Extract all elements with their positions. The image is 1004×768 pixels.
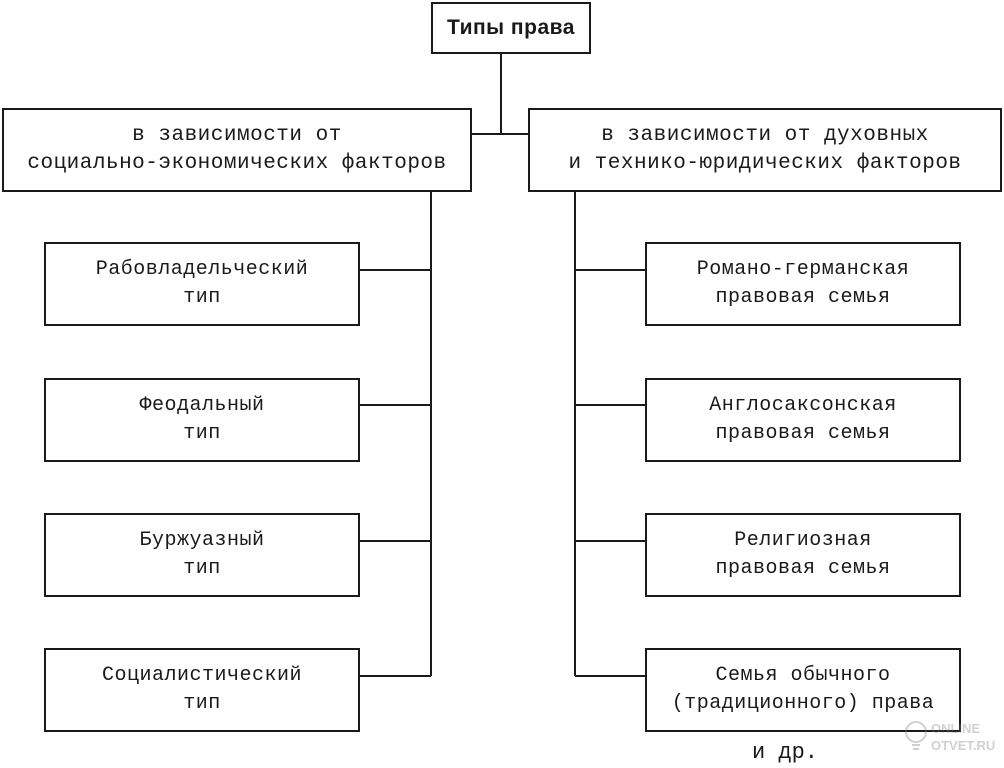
node-line: Социалистический (101, 664, 303, 687)
type-bourgeois: Буржуазный тип (44, 513, 360, 597)
node-line: тип (183, 286, 221, 309)
node-line: тип (183, 422, 221, 445)
node-line: тип (183, 692, 221, 715)
category-line: в зависимости от (132, 124, 342, 147)
watermark-logo: ONLINE OTVET.RU (905, 721, 995, 753)
category-spiritual-legal: в зависимости от духовных и технико-юрид… (528, 108, 1002, 192)
category-socio-economic: в зависимости от социально-экономических… (2, 108, 472, 192)
node-line: (традиционного) права (671, 692, 935, 715)
category-line: в зависимости от духовных (601, 124, 929, 147)
node-line: Религиозная (734, 529, 872, 552)
type-slave-owning: Рабовладельческий тип (44, 242, 360, 326)
type-socialist: Социалистический тип (44, 648, 360, 732)
node-line: Англосаксонская (709, 394, 897, 417)
family-customary: Семья обычного (традиционного) права (645, 648, 961, 732)
etc-label: и др. (752, 740, 819, 765)
category-line: социально-экономических факторов (27, 152, 447, 175)
lightbulb-icon (905, 721, 927, 750)
family-religious: Религиозная правовая семья (645, 513, 961, 597)
node-line: правовая семья (715, 557, 891, 580)
node-line: Рабовладельческий (95, 258, 309, 281)
node-line: Романо-германская (696, 258, 910, 281)
category-line: и технико-юридических факторов (568, 152, 962, 175)
family-anglo-saxon: Англосаксонская правовая семья (645, 378, 961, 462)
node-line: Буржуазный (139, 529, 265, 552)
type-feudal: Феодальный тип (44, 378, 360, 462)
root-label: Типы права (447, 16, 575, 39)
node-line: тип (183, 557, 221, 580)
svg-text:ONLINE: ONLINE (931, 721, 980, 736)
node-line: Семья обычного (715, 664, 891, 687)
svg-text:OTVET.RU: OTVET.RU (931, 738, 995, 753)
node-line: правовая семья (715, 422, 891, 445)
root-node: Типы права (431, 2, 591, 54)
family-romano-germanic: Романо-германская правовая семья (645, 242, 961, 326)
node-line: Феодальный (139, 394, 265, 417)
node-line: правовая семья (715, 286, 891, 309)
